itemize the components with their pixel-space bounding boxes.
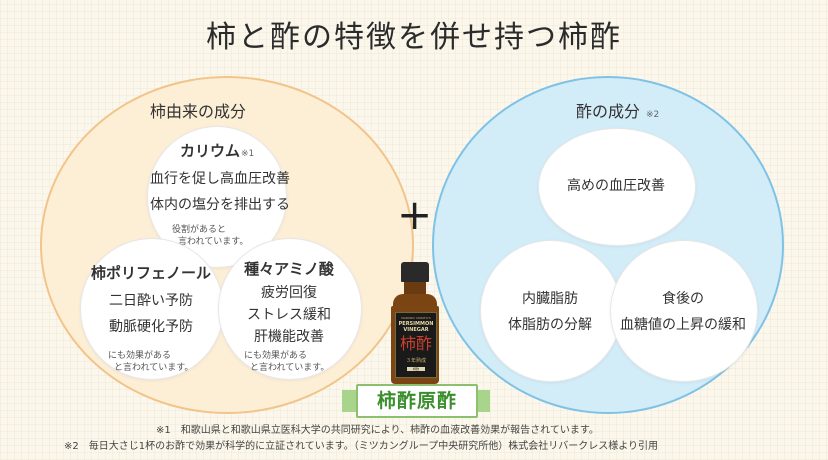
blood-sugar-line-1: 食後の (662, 291, 704, 307)
polyphenol-title: 柿ポリフェノール (90, 264, 211, 282)
amino-acid-effect-2: ストレス緩和 (247, 307, 331, 323)
banner-ribbon-right (474, 390, 490, 412)
bottle-label-kanji: 柿酢 (399, 334, 432, 353)
footnote-2: ※2 毎日大さじ1杯のお酢で効果が科学的に立証されています。（ミツカングループ中… (64, 441, 659, 452)
amino-acid-circle (218, 238, 362, 380)
kalium-footnote-mark: ※1 (241, 149, 255, 159)
kalium-title: カリウム※1 (180, 140, 254, 161)
blood-pressure-text: 高めの血圧改善 (567, 178, 665, 194)
polyphenol-circle (80, 238, 224, 380)
fat-line-1: 内臓脂肪 (522, 291, 578, 307)
bottle-label: MARUNO YAMATO'S PERSIMMON VINEGAR 柿酢 ３年熟… (395, 312, 437, 378)
kalium-name: カリウム (180, 142, 241, 160)
polyphenol-effect-2: 動脈硬化予防 (109, 319, 193, 335)
product-banner: 柿酢原酢 (356, 384, 478, 418)
bottle-label-line-1: PERSIMMON (398, 321, 434, 327)
amino-acid-note-2: と言われています。 (250, 363, 330, 373)
kalium-note-2: 言われています。 (178, 237, 249, 247)
fat-circle (480, 240, 622, 382)
polyphenol-note-1: にも効果がある (108, 351, 172, 361)
banner-text: 柿酢原酢 (376, 390, 457, 412)
amino-acid-note-1: にも効果がある (244, 351, 308, 361)
polyphenol-effect-1: 二日酔い予防 (109, 293, 193, 309)
footnote-1: ※1 和歌山県と和歌山県立医科大学の共同研究により、柿酢の血液改善効果が報告され… (156, 425, 599, 436)
polyphenol-note-2: と言われています。 (114, 363, 194, 373)
amino-acid-effect-1: 疲労回復 (261, 285, 317, 301)
page-title: 柿と酢の特徴を併せ持つ柿酢 (206, 20, 622, 55)
blood-pressure-circle (538, 128, 696, 246)
bottle-shoulder (393, 294, 437, 308)
plus-sign: + (397, 190, 433, 239)
blood-sugar-circle (610, 240, 758, 382)
banner-ribbon-left (342, 390, 358, 412)
blood-sugar-line-2: 血糖値の上昇の緩和 (620, 317, 746, 333)
bottle-neck (404, 282, 426, 296)
amino-acid-effect-3: 肝機能改善 (254, 329, 324, 345)
vinegar-bottle-image: MARUNO YAMATO'S PERSIMMON VINEGAR 柿酢 ３年熟… (387, 262, 443, 384)
bottle-label-sub: ３年熟成 (405, 358, 426, 364)
vinegar-footnote-mark: ※2 (646, 110, 660, 120)
bottle-label-brand: MARUNO YAMATO'S (401, 316, 431, 320)
vinegar-components-caption: 酢の成分 ※2 (576, 98, 659, 122)
kalium-effect-1: 血行を促し高血圧改善 (150, 171, 290, 187)
fat-line-2: 体脂肪の分解 (508, 317, 592, 333)
bottle-label-line-2: VINEGAR (403, 327, 429, 333)
bottle-cap (401, 262, 429, 282)
bottle-label-tag: 柿酢 (407, 367, 425, 371)
vinegar-caption-text: 酢の成分 (576, 102, 641, 121)
amino-acid-title: 種々アミノ酸 (244, 260, 334, 278)
kalium-note-1: 役割があると (172, 225, 227, 235)
kalium-effect-2: 体内の塩分を排出する (150, 197, 290, 213)
kaki-components-caption: 柿由来の成分 (150, 102, 247, 121)
